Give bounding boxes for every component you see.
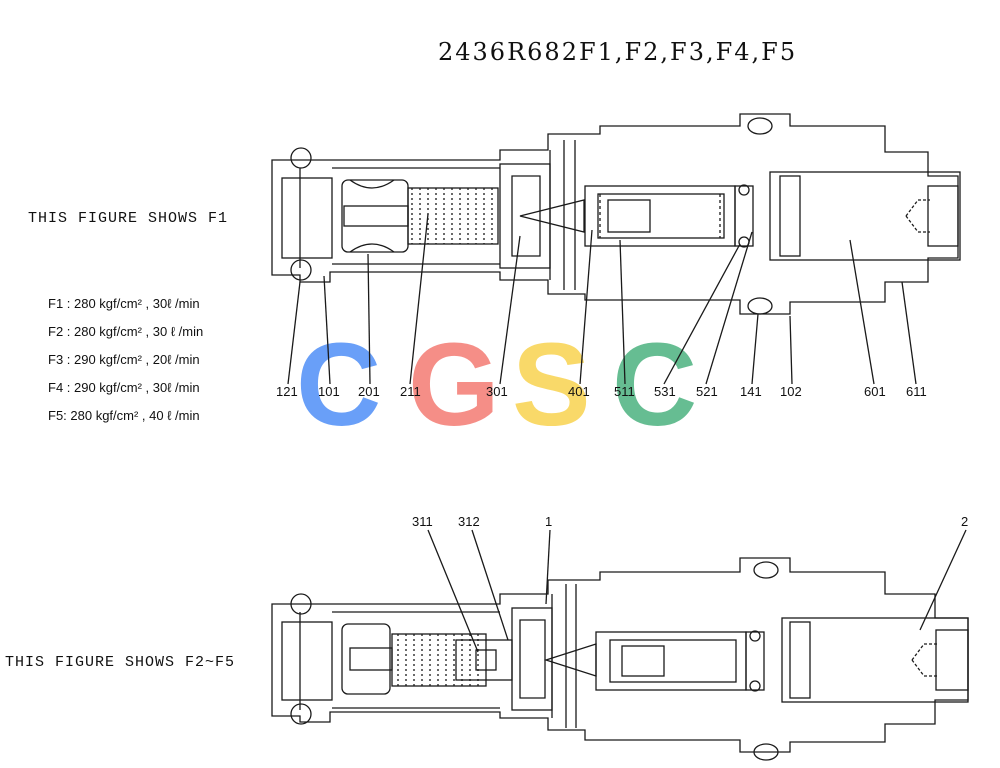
part-label-141: 141 <box>740 384 762 399</box>
part-label-601: 601 <box>864 384 886 399</box>
part-label-102: 102 <box>780 384 802 399</box>
part-label-312: 312 <box>458 514 480 529</box>
diagram-title: 2436R682F1,F2,F3,F4,F5 <box>438 38 798 66</box>
part-label-521: 521 <box>696 384 718 399</box>
watermark-letter-c1: C <box>296 319 382 451</box>
spec-f4: F4 : 290 kgf/cm² , 30ℓ /min <box>48 380 200 395</box>
part-label-611: 611 <box>906 384 927 399</box>
part-label-2: 2 <box>961 514 969 529</box>
valve-section-f1 <box>271 113 961 385</box>
caption-bottom: THIS FIGURE SHOWS F2~F5 <box>5 654 236 671</box>
valve-section-f2-f5 <box>271 529 969 761</box>
part-label-101: 101 <box>318 384 340 399</box>
spec-f2: F2 : 280 kgf/cm² , 30 ℓ /min <box>48 324 204 339</box>
caption-top: THIS FIGURE SHOWS F1 <box>28 210 229 227</box>
watermark-letter-g: G <box>408 319 500 451</box>
part-label-401: 401 <box>568 384 590 399</box>
part-label-311: 311 <box>412 514 433 529</box>
spec-f3: F3 : 290 kgf/cm² , 20ℓ /min <box>48 352 200 367</box>
part-label-201: 201 <box>358 384 380 399</box>
part-label-1: 1 <box>545 514 553 529</box>
watermark-letter-s: S <box>512 319 591 451</box>
watermark-letter-c2: C <box>612 319 698 451</box>
part-label-301: 301 <box>486 384 508 399</box>
part-label-121: 121 <box>276 384 298 399</box>
spec-f5: F5: 280 kgf/cm² , 40 ℓ /min <box>48 408 200 423</box>
spec-f1: F1 : 280 kgf/cm² , 30ℓ /min <box>48 296 200 311</box>
part-label-531: 531 <box>654 384 676 399</box>
part-label-511: 511 <box>614 384 635 399</box>
part-label-211: 211 <box>400 384 421 399</box>
